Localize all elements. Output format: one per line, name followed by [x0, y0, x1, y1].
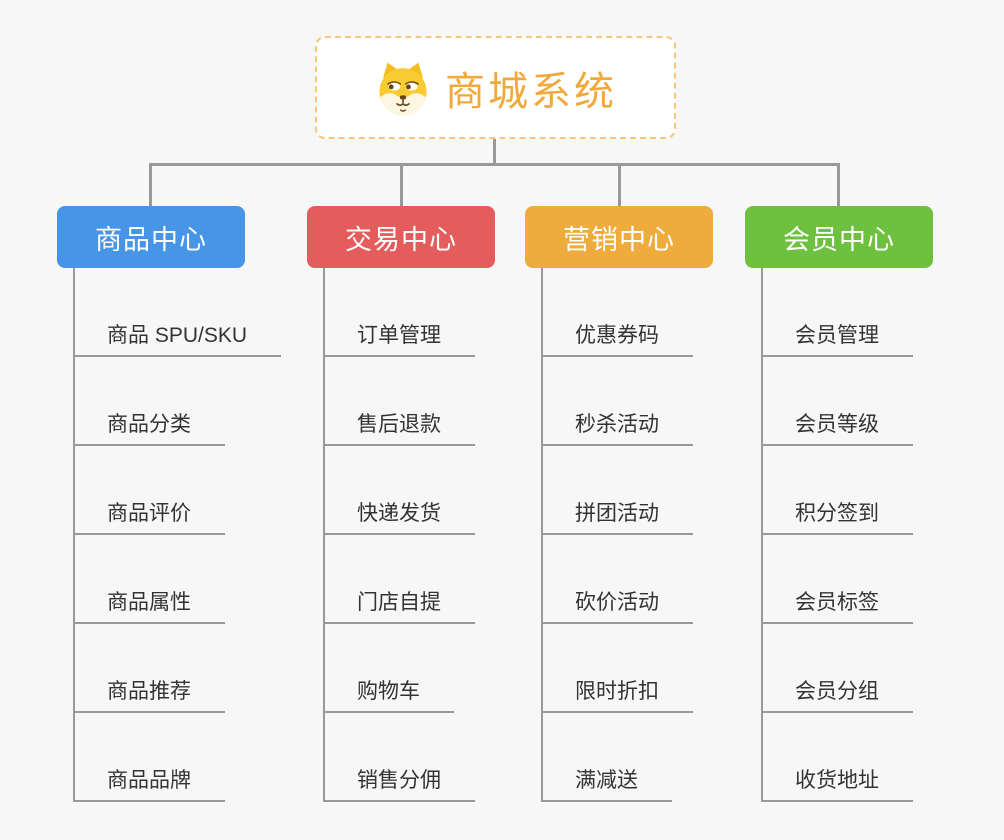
- branch: 商品中心 商品 SPU/SKU 商品分类 商品评价 商品属性 商品推荐 商品品牌: [57, 206, 282, 802]
- branch-connector-stub: [837, 163, 840, 208]
- branch-node-label: 营销中心: [563, 224, 675, 255]
- leaf-row: 会员等级: [763, 357, 933, 446]
- leaf-node[interactable]: 商品分类: [75, 413, 225, 446]
- leaf-node[interactable]: 快递发货: [325, 502, 475, 535]
- leaf-node[interactable]: 商品评价: [75, 502, 225, 535]
- leaf-node[interactable]: 会员管理: [763, 324, 913, 357]
- branch: 营销中心 优惠券码 秒杀活动 拼团活动 砍价活动 限时折扣 满减送: [525, 206, 713, 802]
- branch-item-list: 优惠券码 秒杀活动 拼团活动 砍价活动 限时折扣 满减送: [541, 268, 713, 802]
- leaf-row: 订单管理: [325, 268, 495, 357]
- leaf-row: 快递发货: [325, 446, 495, 535]
- leaf-node[interactable]: 商品属性: [75, 591, 225, 624]
- leaf-node[interactable]: 会员等级: [763, 413, 913, 446]
- leaf-node[interactable]: 秒杀活动: [543, 413, 693, 446]
- leaf-row: 商品 SPU/SKU: [75, 268, 282, 357]
- branch-node-label: 商品中心: [95, 224, 207, 255]
- leaf-row: 收货地址: [763, 713, 933, 802]
- branch-node-1[interactable]: 交易中心: [307, 206, 495, 268]
- leaf-row: 商品品牌: [75, 713, 245, 802]
- leaf-node[interactable]: 优惠券码: [543, 324, 693, 357]
- leaf-node[interactable]: 收货地址: [763, 769, 913, 802]
- branch-item-list: 会员管理 会员等级 积分签到 会员标签 会员分组 收货地址: [761, 268, 933, 802]
- branch-node-0[interactable]: 商品中心: [57, 206, 245, 268]
- leaf-node[interactable]: 商品 SPU/SKU: [75, 324, 282, 357]
- leaf-row: 砍价活动: [543, 535, 713, 624]
- leaf-row: 优惠券码: [543, 268, 713, 357]
- leaf-node[interactable]: 限时折扣: [543, 680, 693, 713]
- leaf-row: 秒杀活动: [543, 357, 713, 446]
- root-node[interactable]: 商城系统: [315, 36, 676, 139]
- tree-connector-horizontal: [149, 163, 840, 166]
- leaf-node[interactable]: 购物车: [325, 680, 454, 713]
- leaf-row: 销售分佣: [325, 713, 495, 802]
- leaf-row: 会员标签: [763, 535, 933, 624]
- leaf-node[interactable]: 售后退款: [325, 413, 475, 446]
- leaf-row: 限时折扣: [543, 624, 713, 713]
- branch-node-label: 交易中心: [345, 224, 457, 255]
- branch: 交易中心 订单管理 售后退款 快递发货 门店自提 购物车 销售分佣: [307, 206, 495, 802]
- branch-item-list: 订单管理 售后退款 快递发货 门店自提 购物车 销售分佣: [323, 268, 495, 802]
- leaf-node[interactable]: 砍价活动: [543, 591, 693, 624]
- leaf-row: 商品分类: [75, 357, 245, 446]
- root-node-title: 商城系统: [445, 69, 617, 114]
- leaf-row: 会员分组: [763, 624, 933, 713]
- leaf-row: 拼团活动: [543, 446, 713, 535]
- leaf-node[interactable]: 会员分组: [763, 680, 913, 713]
- leaf-row: 商品属性: [75, 535, 245, 624]
- leaf-row: 门店自提: [325, 535, 495, 624]
- leaf-node[interactable]: 销售分佣: [325, 769, 475, 802]
- leaf-node[interactable]: 积分签到: [763, 502, 913, 535]
- leaf-row: 会员管理: [763, 268, 933, 357]
- root-connector-stub: [493, 139, 496, 166]
- branch-connector-stub: [149, 163, 152, 208]
- branch-node-3[interactable]: 会员中心: [745, 206, 933, 268]
- leaf-node[interactable]: 门店自提: [325, 591, 475, 624]
- leaf-node[interactable]: 商品推荐: [75, 680, 225, 713]
- leaf-row: 购物车: [325, 624, 495, 713]
- branch-connector-stub: [618, 163, 621, 208]
- leaf-row: 满减送: [543, 713, 713, 802]
- dog-icon: [379, 62, 427, 115]
- branch-node-label: 会员中心: [783, 224, 895, 255]
- branch-item-list: 商品 SPU/SKU 商品分类 商品评价 商品属性 商品推荐 商品品牌: [73, 268, 282, 802]
- leaf-node[interactable]: 满减送: [543, 769, 672, 802]
- leaf-node[interactable]: 会员标签: [763, 591, 913, 624]
- leaf-node[interactable]: 商品品牌: [75, 769, 225, 802]
- branch: 会员中心 会员管理 会员等级 积分签到 会员标签 会员分组 收货地址: [745, 206, 933, 802]
- branch-node-2[interactable]: 营销中心: [525, 206, 713, 268]
- leaf-node[interactable]: 订单管理: [325, 324, 475, 357]
- leaf-row: 商品评价: [75, 446, 245, 535]
- leaf-row: 积分签到: [763, 446, 933, 535]
- leaf-node[interactable]: 拼团活动: [543, 502, 693, 535]
- branch-connector-stub: [400, 163, 403, 208]
- leaf-row: 售后退款: [325, 357, 495, 446]
- leaf-row: 商品推荐: [75, 624, 245, 713]
